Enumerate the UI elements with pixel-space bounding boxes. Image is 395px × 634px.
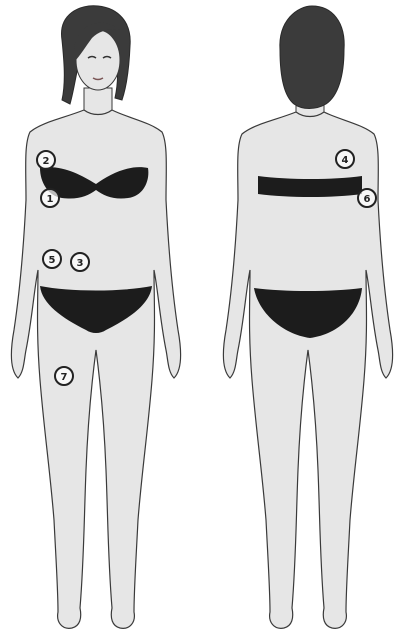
marker-3: 3 [71, 253, 89, 271]
marker-7-label: 7 [61, 372, 68, 383]
back-hair [280, 6, 344, 109]
marker-7: 7 [55, 367, 73, 385]
marker-5: 5 [43, 250, 61, 268]
marker-3-label: 3 [77, 258, 84, 269]
front-figure [11, 6, 180, 629]
back-bra-band [258, 176, 362, 197]
marker-4: 4 [336, 150, 354, 168]
back-figure [223, 6, 392, 628]
marker-2-label: 2 [43, 156, 50, 167]
marker-1-label: 1 [47, 194, 54, 205]
marker-6-label: 6 [364, 194, 371, 205]
marker-6: 6 [358, 189, 376, 207]
marker-4-label: 4 [342, 155, 349, 166]
marker-2: 2 [37, 151, 55, 169]
marker-1: 1 [41, 189, 59, 207]
marker-5-label: 5 [49, 255, 56, 266]
